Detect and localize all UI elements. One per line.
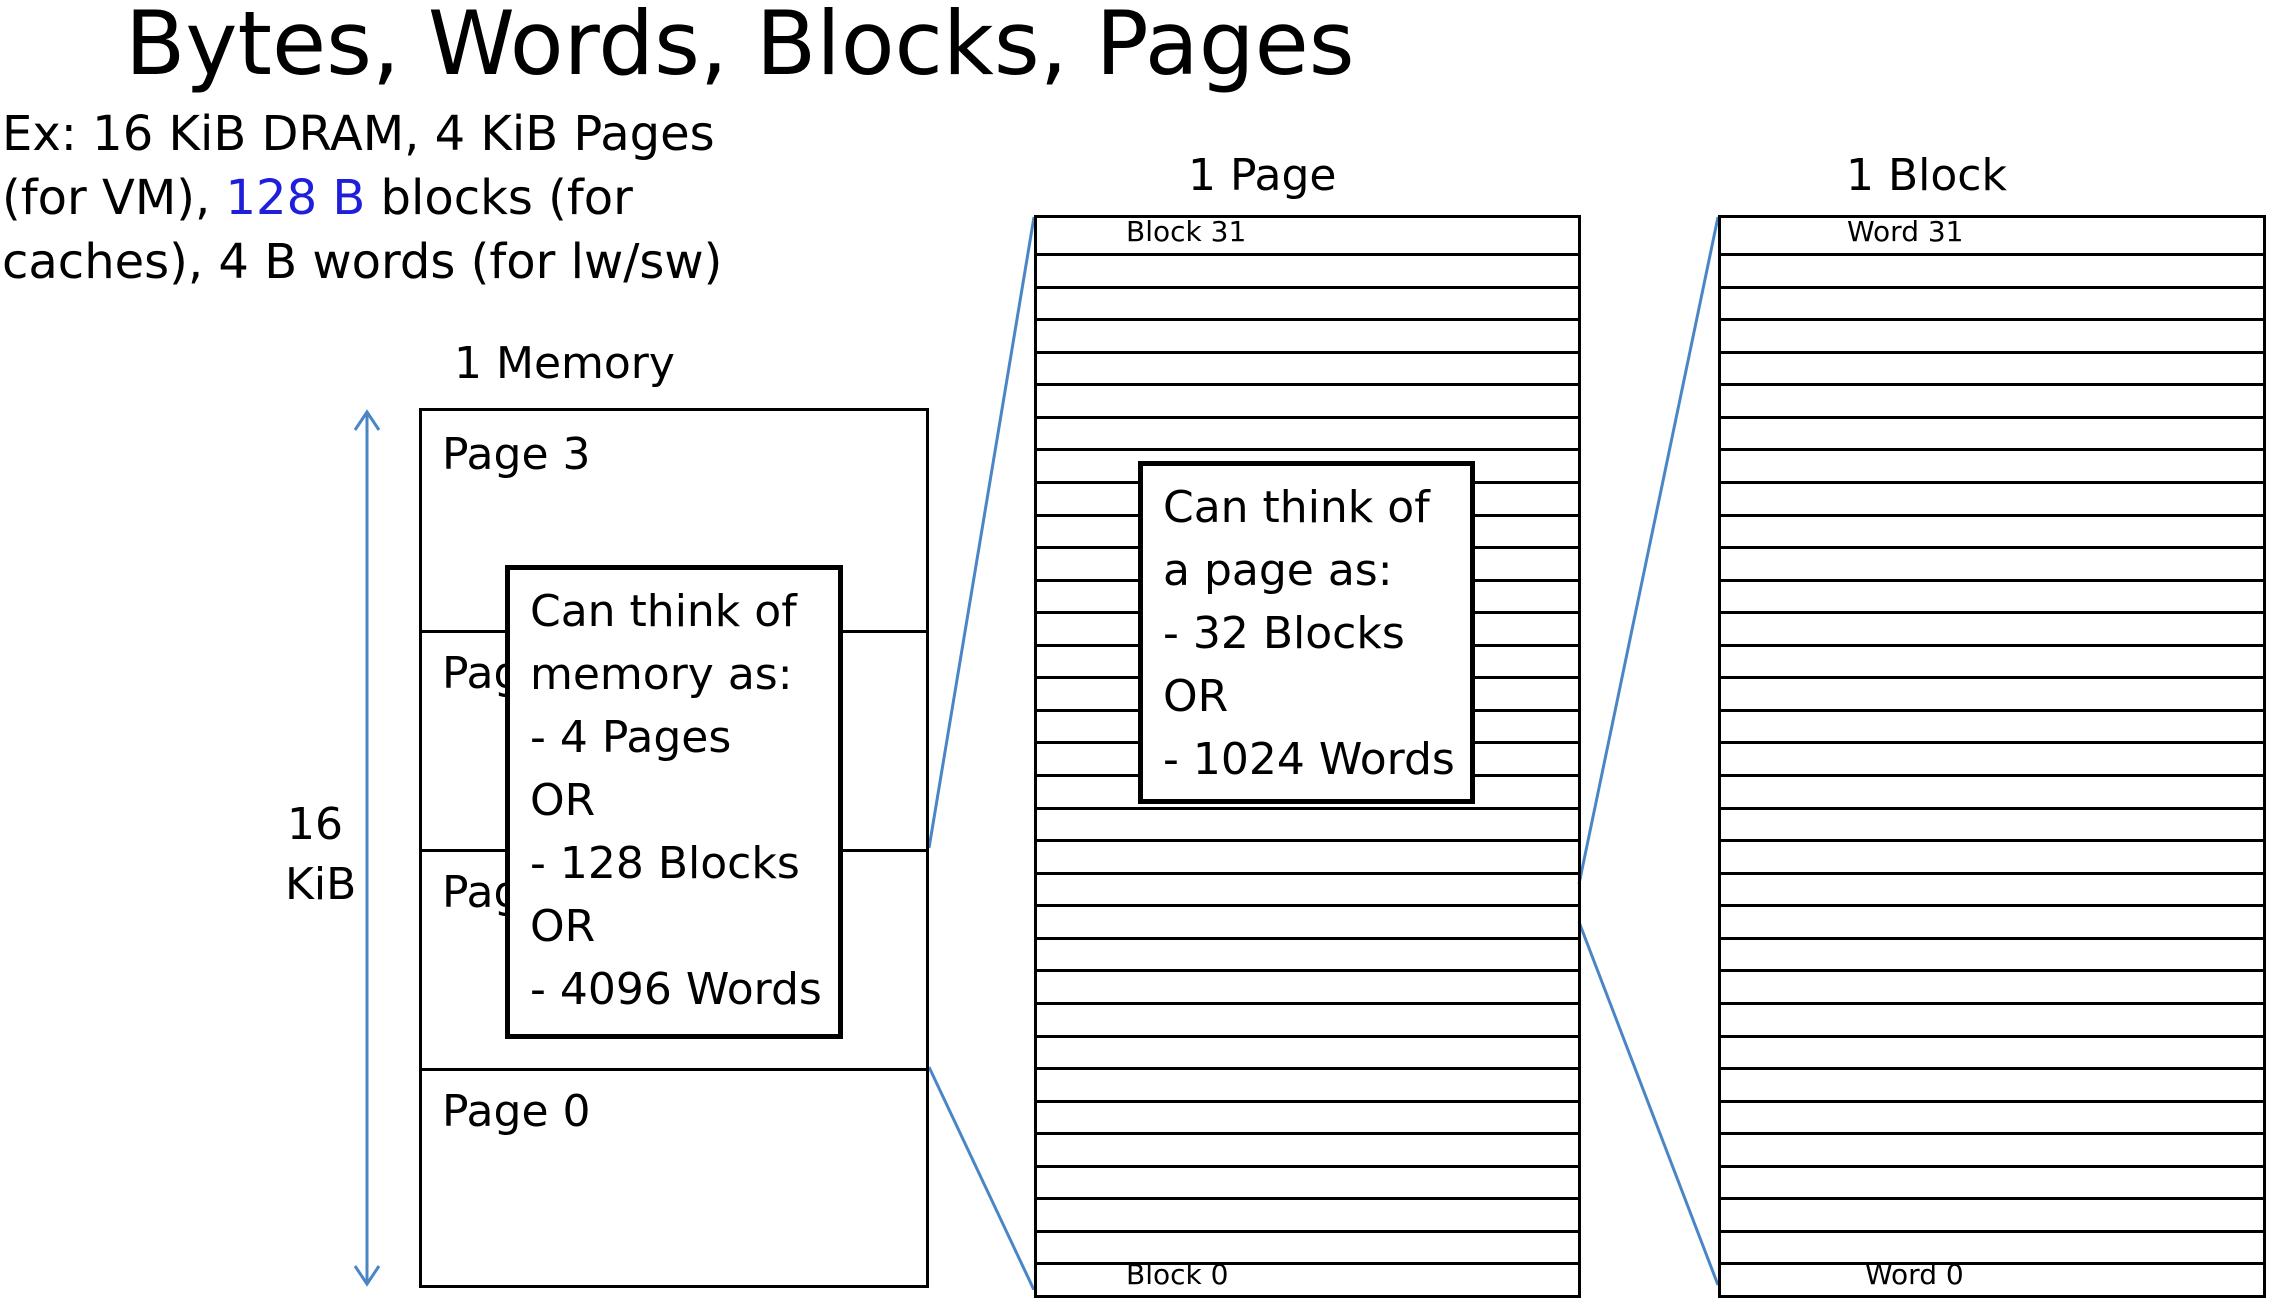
block-row-divider: [1721, 1035, 2263, 1038]
page-callout-line-2: - 32 Blocks: [1163, 608, 1405, 659]
block-row-divider: [1721, 741, 2263, 744]
page-callout-line-1: a page as:: [1163, 545, 1393, 596]
block-row-divider: [1721, 1262, 2263, 1265]
memory-size-label: 16 KiB: [285, 795, 357, 915]
block-row-divider: [1721, 969, 2263, 972]
page-row-divider: [1037, 969, 1578, 972]
page-row-divider: [1037, 872, 1578, 875]
size-arrow-head-up: [353, 409, 381, 431]
block-row-divider: [1721, 611, 2263, 614]
block-row-divider: [1721, 514, 2263, 517]
page-row-divider: [1037, 1100, 1578, 1103]
block-zoom-line-bottom: [1577, 921, 1720, 1286]
page-row-divider: [1037, 839, 1578, 842]
page-row-divider: [1037, 1230, 1578, 1233]
block-size-highlight: 128 B: [225, 170, 366, 226]
block-row-divider: [1721, 481, 2263, 484]
block-top-label: Word 31: [1847, 215, 1964, 248]
page-heading: 1 Page: [1188, 150, 1337, 201]
page-row-divider: [1037, 1165, 1578, 1168]
memory-size-unit: KiB: [285, 859, 357, 910]
memory-callout-line-2: - 4 Pages: [530, 712, 732, 763]
page-cell-3: Page 3: [422, 411, 926, 630]
page-row-divider: [1037, 1002, 1578, 1005]
block-row-divider: [1721, 253, 2263, 256]
page-row-divider: [1037, 904, 1578, 907]
page-zoom-line-bottom: [927, 1066, 1036, 1290]
page-row-divider: [1037, 1197, 1578, 1200]
block-heading: 1 Block: [1846, 150, 2007, 201]
slide-title: Bytes, Words, Blocks, Pages: [125, 0, 1355, 95]
block-row-divider: [1721, 839, 2263, 842]
page-row-divider: [1037, 1132, 1578, 1135]
page-row-divider: [1037, 937, 1578, 940]
block-row-divider: [1721, 709, 2263, 712]
page-row-divider: [1037, 416, 1578, 419]
block-bottom-label: Word 0: [1865, 1258, 1964, 1291]
page-row-divider: [1037, 1035, 1578, 1038]
page-cell-0: Page 0: [422, 1068, 926, 1288]
block-row-divider: [1721, 676, 2263, 679]
block-row-divider: [1721, 1165, 2263, 1168]
block-row-divider: [1721, 872, 2263, 875]
page-bottom-label: Block 0: [1126, 1258, 1229, 1291]
block-row-divider: [1721, 1002, 2263, 1005]
page-row-divider: [1037, 253, 1578, 256]
page-callout-line-0: Can think of: [1163, 482, 1430, 533]
page-row-divider: [1037, 383, 1578, 386]
block-stack: [1718, 215, 2266, 1298]
intro-line-2: (for VM), 128 B blocks (for: [2, 166, 722, 230]
block-row-divider: [1721, 904, 2263, 907]
memory-callout-line-6: - 4096 Words: [530, 964, 822, 1015]
page-row-divider: [1037, 448, 1578, 451]
block-row-divider: [1721, 807, 2263, 810]
intro-line-2-end: blocks (for: [365, 170, 633, 226]
page-row-divider: [1037, 1067, 1578, 1070]
page-row-divider: [1037, 1262, 1578, 1265]
block-row-divider: [1721, 1132, 2263, 1135]
page-callout-line-3: OR: [1163, 671, 1229, 722]
page-row-divider: [1037, 807, 1578, 810]
memory-heading: 1 Memory: [454, 338, 675, 389]
page-zoom-line-top: [927, 216, 1036, 849]
intro-line-3: caches), 4 B words (for lw/sw): [2, 234, 723, 290]
size-arrow-head-down: [353, 1265, 381, 1287]
block-row-divider: [1721, 579, 2263, 582]
block-row-divider: [1721, 1230, 2263, 1233]
block-row-divider: [1721, 1067, 2263, 1070]
page-row-divider: [1037, 286, 1578, 289]
intro-line-2-start: (for VM),: [2, 170, 226, 226]
block-row-divider: [1721, 1100, 2263, 1103]
block-row-divider: [1721, 937, 2263, 940]
page-row-divider: [1037, 351, 1578, 354]
page-3-label: Page 3: [442, 429, 591, 480]
intro-line-1: Ex: 16 KiB DRAM, 4 KiB Pages: [2, 106, 715, 162]
page-0-label: Page 0: [442, 1086, 591, 1137]
block-row-divider: [1721, 546, 2263, 549]
memory-callout-line-5: OR: [530, 901, 596, 952]
block-row-divider: [1721, 644, 2263, 647]
block-row-divider: [1721, 383, 2263, 386]
block-row-divider: [1721, 774, 2263, 777]
memory-callout-line-3: OR: [530, 775, 596, 826]
memory-size-value: 16: [287, 799, 343, 850]
block-row-divider: [1721, 416, 2263, 419]
block-row-divider: [1721, 351, 2263, 354]
block-row-divider: [1721, 318, 2263, 321]
block-row-divider: [1721, 448, 2263, 451]
block-row-divider: [1721, 1197, 2263, 1200]
memory-callout-line-0: Can think of: [530, 586, 797, 637]
page-callout-line-4: - 1024 Words: [1163, 734, 1455, 785]
block-zoom-line-top: [1577, 216, 1720, 885]
memory-callout-line-1: memory as:: [530, 649, 793, 700]
page-top-label: Block 31: [1126, 215, 1247, 248]
intro-text: Ex: 16 KiB DRAM, 4 KiB Pages (for VM), 1…: [2, 102, 722, 294]
block-row-divider: [1721, 286, 2263, 289]
memory-callout-line-4: - 128 Blocks: [530, 838, 800, 889]
page-row-divider: [1037, 318, 1578, 321]
